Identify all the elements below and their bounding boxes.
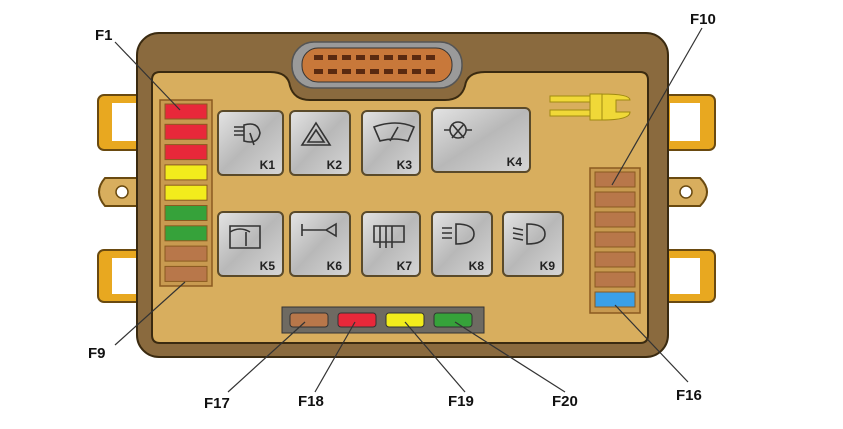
relay-k6[interactable]: K6: [289, 211, 351, 277]
fuse-right-14[interactable]: [594, 251, 636, 268]
label-f19: F19: [448, 393, 474, 410]
relay-k2[interactable]: K2: [289, 110, 351, 176]
relay-label: K3: [397, 158, 413, 172]
connector-pin: [328, 69, 337, 74]
label-f18: F18: [298, 393, 324, 410]
label-f10: F10: [690, 11, 716, 28]
label-f1: F1: [95, 27, 113, 44]
fuse-right-11[interactable]: [594, 191, 636, 208]
fuse-right-16[interactable]: [594, 291, 636, 308]
label-f20: F20: [552, 393, 578, 410]
connector-pin: [342, 55, 351, 60]
connector-pin: [384, 69, 393, 74]
fuse-right-13[interactable]: [594, 231, 636, 248]
fuse-left-9[interactable]: [164, 265, 208, 282]
connector-pin: [426, 69, 435, 74]
horn-icon: [301, 222, 337, 238]
fuse-right-15[interactable]: [594, 271, 636, 288]
label-f16: F16: [676, 387, 702, 404]
connector: [291, 41, 463, 89]
relay-k4[interactable]: K4: [431, 107, 531, 173]
fuse-bottom-17[interactable]: [289, 312, 329, 328]
relay-k9[interactable]: K9: [502, 211, 564, 277]
high-beam-icon: [512, 223, 546, 245]
power-window-icon: [229, 225, 261, 249]
relay-k3[interactable]: K3: [361, 110, 421, 176]
relay-k7[interactable]: K7: [361, 211, 421, 277]
relay-label: K9: [540, 259, 556, 273]
connector-pin: [370, 69, 379, 74]
fuse-bottom-18[interactable]: [337, 312, 377, 328]
relay-label: K7: [397, 259, 413, 273]
fuse-left-6[interactable]: [164, 205, 208, 221]
connector-pin: [412, 69, 421, 74]
low-beam-icon: [442, 223, 475, 245]
windshield-wiper-icon: [372, 122, 416, 142]
fuse-bottom-20[interactable]: [433, 312, 473, 328]
fuse-left-2[interactable]: [164, 123, 208, 140]
connector-pin: [356, 69, 365, 74]
connector-pin: [384, 55, 393, 60]
connector-pin: [398, 55, 407, 60]
fuse-left-5[interactable]: [164, 184, 208, 201]
fuse-left-3[interactable]: [164, 144, 208, 161]
fuse-left-8[interactable]: [164, 245, 208, 262]
connector-pin: [314, 55, 323, 60]
fuse-puller-icon: [549, 93, 631, 121]
relay-label: K8: [469, 259, 485, 273]
relay-label: K5: [260, 259, 276, 273]
connector-pin: [370, 55, 379, 60]
lamp-failure-icon: [444, 121, 472, 139]
relay-label: K4: [507, 155, 523, 169]
fuse-left-1[interactable]: [164, 103, 208, 120]
label-f17: F17: [204, 395, 230, 412]
headlight-washer-icon: [234, 123, 261, 146]
fuse-bottom-19[interactable]: [385, 312, 425, 328]
relay-label: K2: [327, 158, 343, 172]
relay-label: K1: [260, 158, 276, 172]
mounting-tabs: [97, 94, 716, 303]
fuse-left-7[interactable]: [164, 225, 208, 242]
fuse-left-4[interactable]: [164, 164, 208, 181]
rear-defrost-icon: [373, 225, 405, 248]
fuse-right-12[interactable]: [594, 211, 636, 228]
connector-pin: [342, 69, 351, 74]
relay-k1[interactable]: K1: [217, 110, 284, 176]
connector-pin: [426, 55, 435, 60]
connector-pin: [412, 55, 421, 60]
connector-pin: [356, 55, 365, 60]
leader-lines: [114, 27, 703, 393]
connector-pin: [398, 69, 407, 74]
relay-k8[interactable]: K8: [431, 211, 493, 277]
label-f9: F9: [88, 345, 106, 362]
connector-pin: [328, 55, 337, 60]
connector-pin: [314, 69, 323, 74]
hazard-triangle-icon: [300, 121, 332, 146]
relay-label: K6: [327, 259, 343, 273]
relay-k5[interactable]: K5: [217, 211, 284, 277]
